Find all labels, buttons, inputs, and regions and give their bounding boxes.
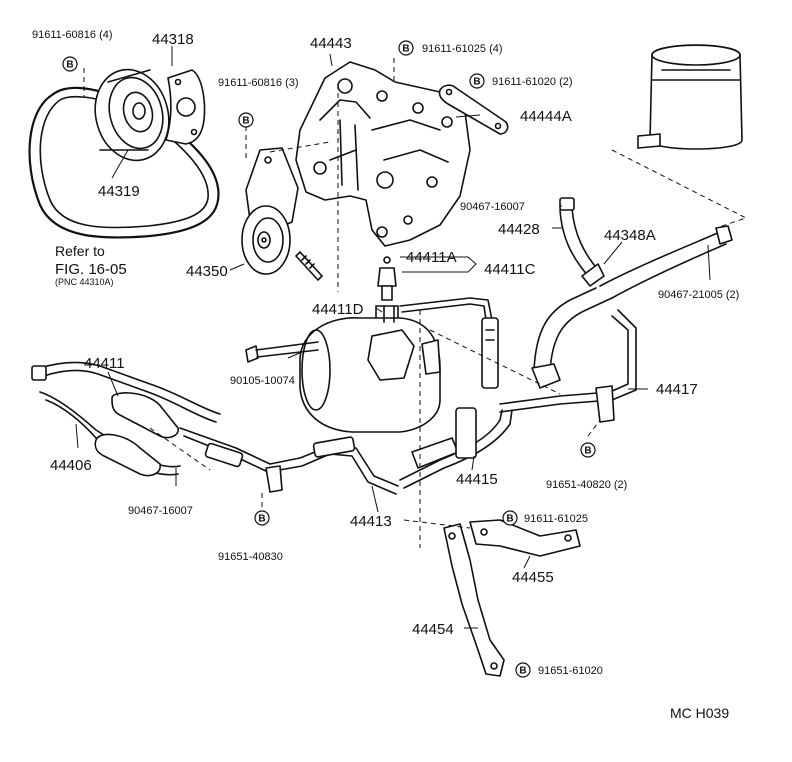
label-44428: 44428 [498, 221, 540, 238]
fastener-badge-5: B [580, 442, 596, 458]
hose-44411 [31, 361, 221, 439]
fastener-badge-4: B [469, 73, 485, 89]
idler-pulley-44350 [241, 205, 291, 275]
drive-belt [28, 86, 220, 239]
power-steering-pump [299, 305, 441, 433]
label-44415: 44415 [456, 471, 498, 488]
svg-text:B: B [506, 514, 513, 525]
union-fitting-44411 [375, 256, 399, 323]
bracket-44443 [295, 61, 471, 247]
idler-bolt [295, 251, 323, 281]
label-91611-60816-4: 91611-60816 (4) [32, 29, 113, 41]
svg-text:B: B [473, 77, 480, 88]
pulley-plate-44318 [165, 69, 206, 145]
stay-44454 [443, 523, 505, 677]
label-44319: 44319 [98, 183, 140, 200]
reference-line2: FIG. 16-05 [55, 261, 127, 278]
hose-44415 [399, 407, 513, 489]
label-44454: 44454 [412, 621, 454, 638]
reference-line1: Refer to [55, 243, 105, 259]
line-44417 [499, 309, 637, 423]
fastener-badge-3: B [398, 40, 414, 56]
label-44413: 44413 [350, 513, 392, 530]
label-91611-61025: 91611-61025 [524, 513, 588, 525]
label-44411C: 44411C [484, 261, 536, 278]
reference-line3: (PNC 44310A) [55, 277, 114, 287]
pressure-line [399, 297, 499, 389]
leader-lines [75, 46, 711, 629]
fastener-badge-1: B [62, 56, 78, 72]
svg-text:B: B [258, 514, 265, 525]
fastener-badge-2: B [238, 112, 254, 128]
reservoir-tank [637, 44, 743, 150]
fastener-badge-7: B [502, 510, 518, 526]
line-44413 [179, 427, 399, 495]
label-90105-10074: 90105-10074 [230, 375, 295, 387]
svg-text:B: B [519, 666, 526, 677]
svg-text:B: B [584, 446, 591, 457]
label-91651-61020: 91651-61020 [538, 665, 603, 677]
bracket-44455 [469, 519, 581, 557]
label-91651-40830: 91651-40830 [218, 551, 283, 563]
label-44455: 44455 [512, 569, 554, 586]
label-44411A: 44411A [406, 249, 457, 266]
label-44350: 44350 [186, 263, 228, 280]
label-91611-60816-3: 91611-60816 (3) [218, 77, 299, 89]
label-90467-16007-top: 90467-16007 [460, 201, 525, 213]
svg-text:B: B [242, 116, 249, 127]
label-44417: 44417 [656, 381, 698, 398]
label-44444A: 44444A [520, 108, 572, 125]
label-44318: 44318 [152, 31, 194, 48]
label-91611-61025-4: 91611-61025 (4) [422, 43, 503, 55]
svg-text:B: B [66, 60, 73, 71]
label-44443: 44443 [310, 35, 352, 52]
figure-code: MC H039 [670, 705, 729, 721]
label-91651-40820-2: 91651-40820 (2) [546, 479, 627, 491]
hose-44348A [531, 225, 733, 389]
strap-44444A [438, 84, 509, 135]
hose-44428 [559, 197, 605, 287]
bolt-90105 [245, 341, 319, 363]
fastener-badge-8: B [515, 662, 531, 678]
reference-lines [83, 58, 748, 548]
label-44406: 44406 [50, 457, 92, 474]
label-44411: 44411 [84, 355, 125, 372]
fastener-badge-6: B [254, 510, 270, 526]
label-90467-21005-2: 90467-21005 (2) [658, 289, 739, 301]
label-44411D: 44411D [312, 301, 364, 318]
pulley-44319 [94, 68, 170, 162]
hose-44406 [39, 391, 181, 477]
label-44348A: 44348A [604, 227, 656, 244]
label-91611-61020-2: 91611-61020 (2) [492, 76, 573, 88]
svg-text:B: B [402, 44, 409, 55]
label-90467-16007-bottom: 90467-16007 [128, 505, 193, 517]
